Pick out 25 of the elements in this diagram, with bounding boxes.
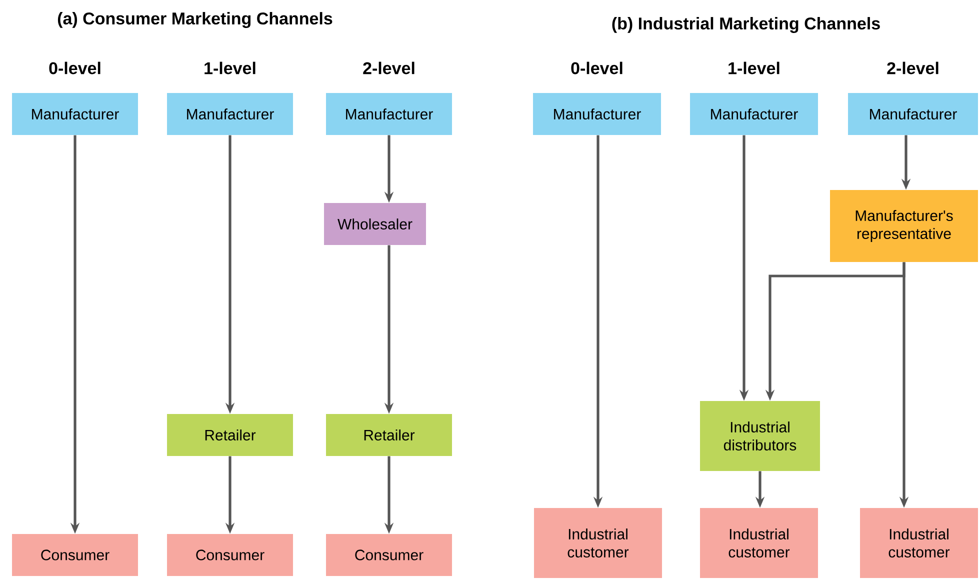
column-heading: 0-level [571,62,622,74]
panel-title: (a) Consumer Marketing Channels [58,12,332,28]
channel-box: Manufacturer [690,93,818,135]
channel-box: Manufacturer [533,93,661,135]
panel-title: (b) Industrial Marketing Channels [612,17,880,33]
channel-box: Industrial customer [860,508,978,578]
column-heading: 1-level [728,62,780,74]
column-heading: 1-level [204,62,256,74]
channel-box: Consumer [326,534,452,576]
channel-box: Industrial distributors [700,401,820,471]
channel-box: Manufacturer [12,93,138,135]
channel-box: Manufacturer's representative [830,190,978,262]
channel-box: Manufacturer [326,93,452,135]
channel-box: Consumer [12,534,138,576]
column-heading: 2-level [887,62,938,74]
channel-box: Manufacturer [167,93,293,135]
channel-box: Retailer [167,414,293,456]
column-heading: 2-level [363,62,414,74]
channel-box: Industrial customer [700,508,818,578]
channel-box: Retailer [326,414,452,456]
column-heading: 0-level [49,62,100,74]
channel-box: Industrial customer [534,508,662,578]
channel-box: Wholesaler [324,203,426,245]
channel-box: Consumer [167,534,293,576]
channel-box: Manufacturer [848,93,978,135]
